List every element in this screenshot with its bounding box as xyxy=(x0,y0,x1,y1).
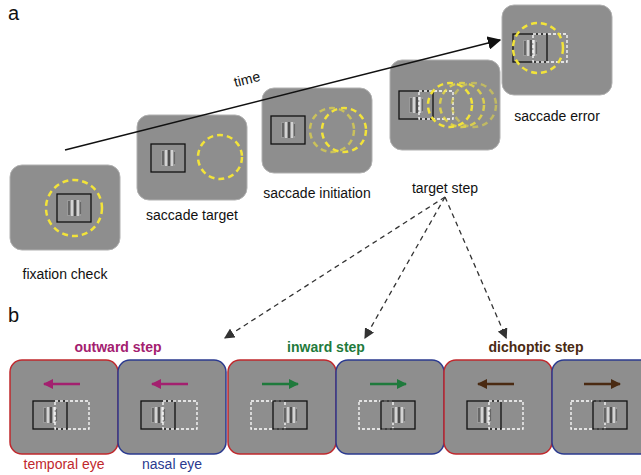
step-stimulus xyxy=(33,384,627,429)
screen-frame: saccade error xyxy=(502,5,612,125)
screen-frame: saccade target xyxy=(137,115,247,224)
screen-frame: target step xyxy=(390,60,500,197)
event-label: nasal eye xyxy=(142,455,202,473)
condition-group: inward step xyxy=(218,338,434,475)
stimulus xyxy=(46,23,567,236)
eye-screen: temporal eye xyxy=(10,360,118,473)
condition-heading: inward step xyxy=(287,338,365,356)
condition-group: dichoptic step xyxy=(436,338,636,475)
event-label: target step xyxy=(412,179,478,197)
eye-screen: nasal eye xyxy=(118,360,226,473)
condition-group: outward step temporal eye nasal eye xyxy=(10,338,226,475)
panel-letter: a xyxy=(8,2,19,25)
condition-heading: outward step xyxy=(74,338,161,356)
dashed-arrow xyxy=(445,197,506,338)
screen xyxy=(10,5,612,250)
event-label: fixation check xyxy=(23,265,108,283)
time-arrow xyxy=(65,40,500,150)
condition-heading: dichoptic step xyxy=(489,338,584,356)
axis-label: time xyxy=(232,68,262,90)
panel-letter: b xyxy=(8,304,19,327)
dashed-arrow xyxy=(365,197,445,338)
eye-screen xyxy=(10,360,641,454)
dashed-arrow xyxy=(225,197,445,338)
event-label: saccade initiation xyxy=(263,184,370,202)
event-label: temporal eye xyxy=(24,455,105,473)
screen-frame: fixation check xyxy=(10,165,120,283)
event-label: saccade target xyxy=(146,206,238,224)
screen-frame: saccade initiation xyxy=(260,88,374,202)
event-label: saccade error xyxy=(514,107,600,125)
